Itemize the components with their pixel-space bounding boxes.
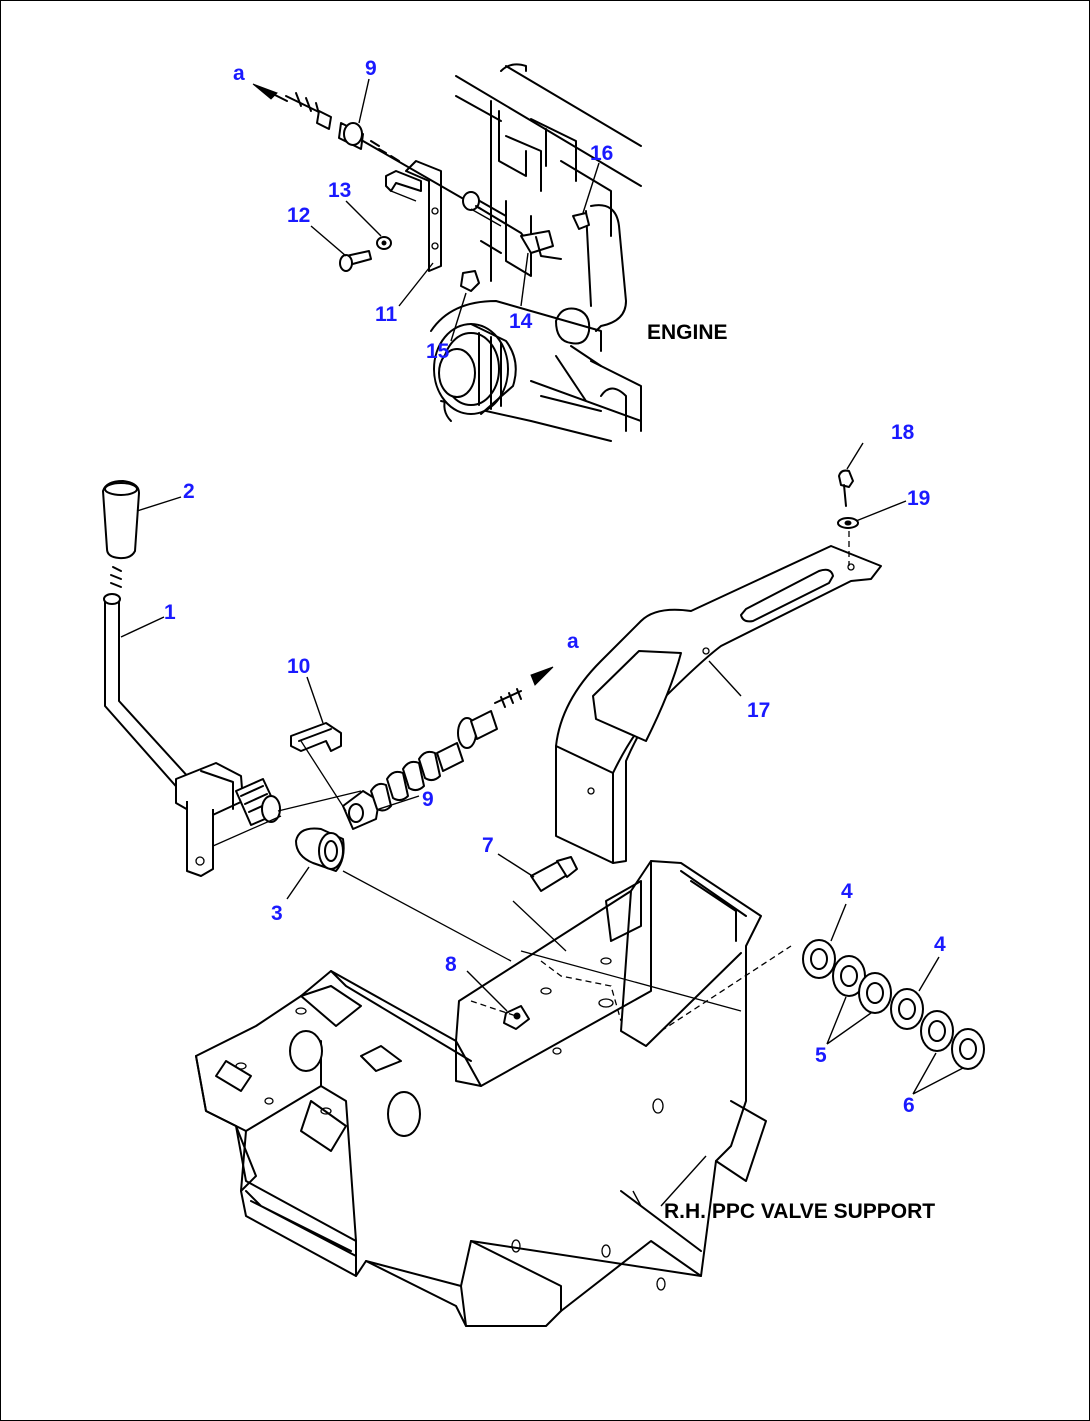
- bolt-18-washer-19: [837, 469, 859, 566]
- bracket-17: [555, 545, 882, 864]
- callout-14: 14: [509, 310, 533, 333]
- washer-stack: [802, 939, 985, 1070]
- engine-label: ENGINE: [647, 321, 728, 344]
- callout-6: 6: [903, 1094, 915, 1117]
- bracket-11: [385, 160, 442, 272]
- callout-12: 12: [287, 204, 310, 227]
- callout-19: 19: [907, 487, 930, 510]
- bushing-3: [295, 827, 345, 872]
- engine-fasteners: [339, 212, 590, 292]
- support-label: R.H. PPC VALVE SUPPORT: [664, 1200, 935, 1223]
- callout-3: 3: [271, 902, 283, 925]
- callout-16: 16: [590, 142, 613, 165]
- cable-9-top: [252, 83, 532, 247]
- callouts: 9 16 13 12 11 14 15 18 19 2 1 17 10 9 3 …: [164, 57, 946, 1117]
- callout-10: 10: [287, 655, 310, 678]
- callout-15: 15: [426, 340, 450, 363]
- callout-18: 18: [891, 421, 915, 444]
- callout-4-left: 4: [841, 880, 853, 903]
- callout-9-lower: 9: [422, 788, 434, 811]
- callout-2: 2: [183, 480, 195, 503]
- assembly-center-lines: [212, 190, 792, 1032]
- callout-1: 1: [164, 601, 176, 624]
- connection-mark-a-lower: a: [567, 630, 579, 653]
- cable-9-lower: [342, 666, 554, 830]
- callout-17: 17: [747, 699, 770, 722]
- lever-1: [102, 480, 281, 877]
- clip-10: [290, 722, 342, 752]
- callout-5: 5: [815, 1044, 827, 1067]
- labels: ENGINE R.H. PPC VALVE SUPPORT: [647, 321, 935, 1223]
- callout-9-top: 9: [365, 57, 377, 80]
- callout-7: 7: [482, 834, 494, 857]
- callout-4-right: 4: [934, 933, 946, 956]
- connection-mark-a-top: a: [233, 62, 245, 85]
- engine-outline: [430, 63, 642, 442]
- callout-11: 11: [375, 303, 398, 326]
- bolt-7-nut-8: [503, 856, 578, 1030]
- callout-8: 8: [445, 953, 457, 976]
- callout-13: 13: [328, 179, 351, 202]
- leader-lines: [120, 78, 964, 1207]
- ppc-valve-support: [195, 860, 767, 1327]
